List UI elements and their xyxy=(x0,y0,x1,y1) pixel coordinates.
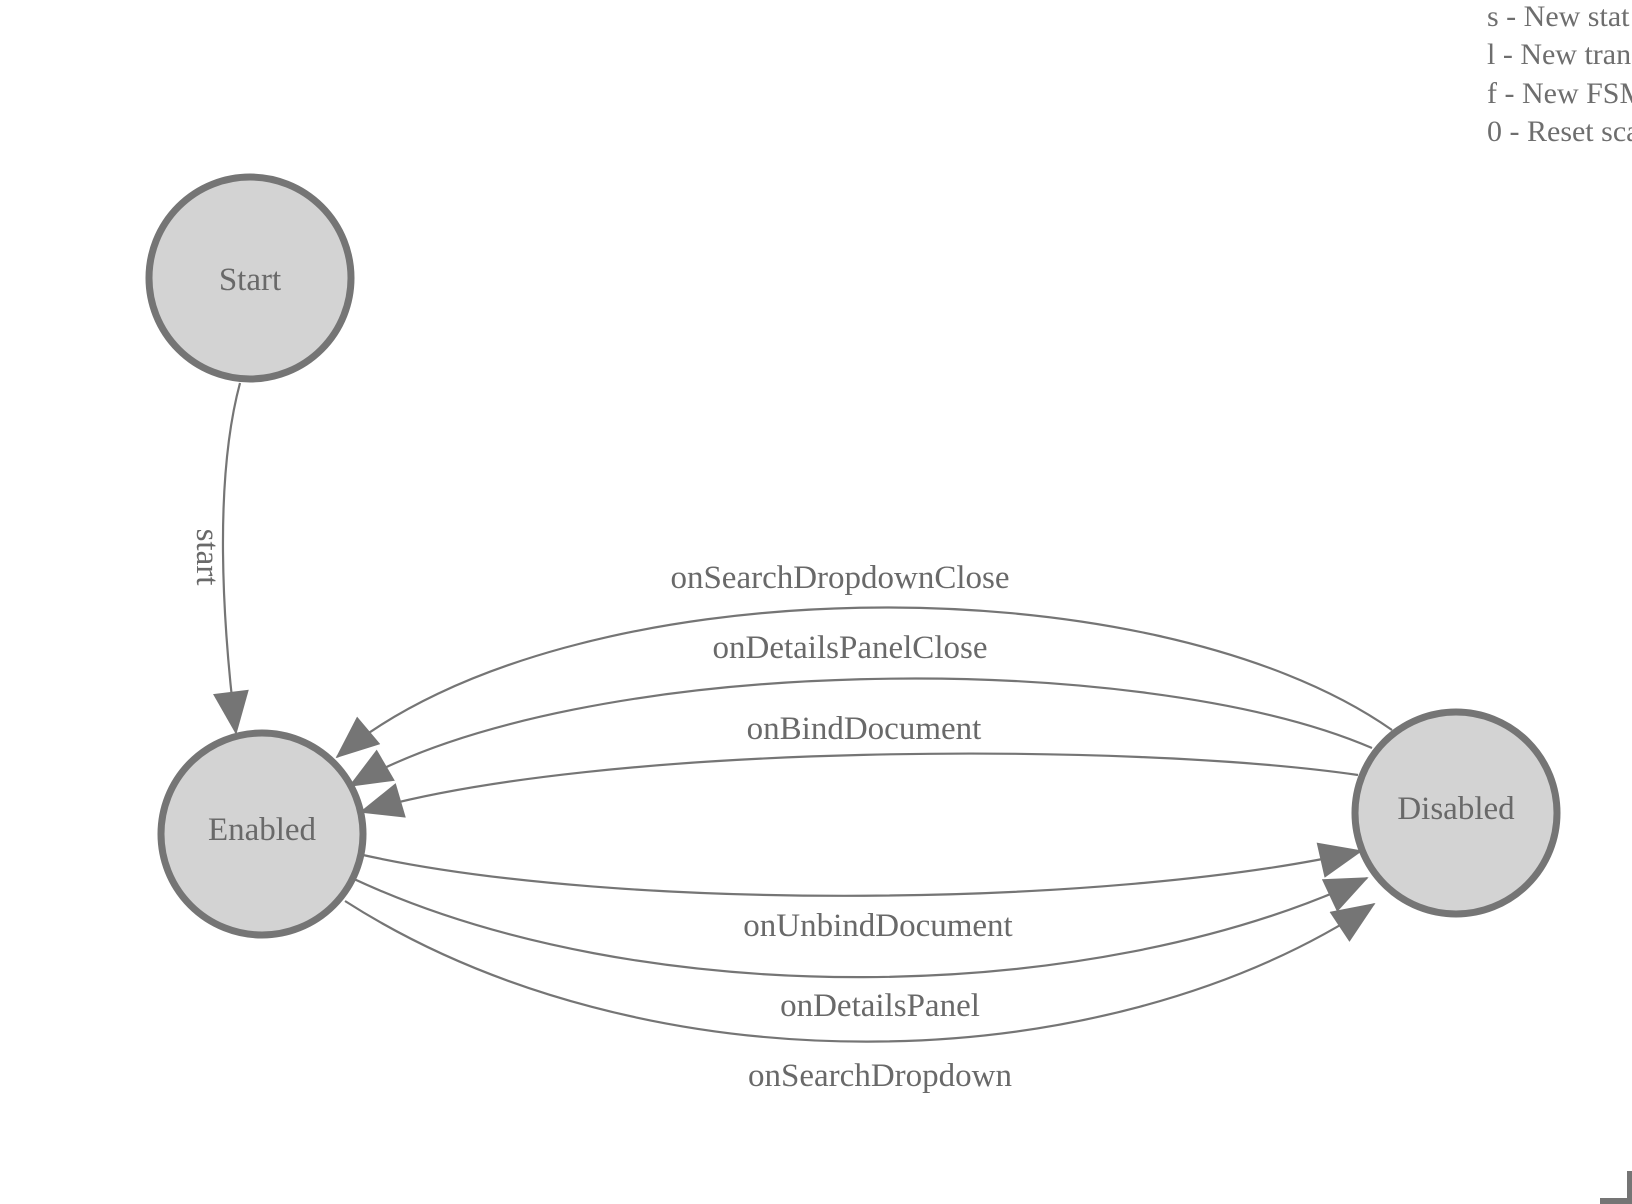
transition-path[interactable] xyxy=(353,877,1369,979)
transition-onSearchDropdown[interactable]: onSearchDropdown xyxy=(344,900,1376,1094)
legend: s - New stat l - New tran f - New FSM 0 … xyxy=(1487,0,1632,148)
transition-label: onUnbindDocument xyxy=(743,908,1012,944)
transition-label: onDetailsPanel xyxy=(780,988,980,1024)
transition-path[interactable] xyxy=(344,900,1376,1043)
state-circle[interactable] xyxy=(145,173,355,383)
transition-start[interactable]: start xyxy=(189,382,249,735)
state-circle[interactable] xyxy=(157,729,367,939)
legend-item: f - New FSM xyxy=(1487,77,1632,110)
legend-item: l - New tran xyxy=(1487,38,1631,71)
state-label: Enabled xyxy=(208,812,317,848)
transition-label: onSearchDropdownClose xyxy=(670,560,1009,596)
transition-label: start xyxy=(189,529,225,586)
state-label: Disabled xyxy=(1397,791,1515,827)
corner-horizontal-bar xyxy=(1600,1198,1632,1204)
transition-onDetailsPanel[interactable]: onDetailsPanel xyxy=(353,877,1369,1024)
transition-path[interactable] xyxy=(348,677,1373,787)
transition-path[interactable] xyxy=(213,382,249,735)
state-start[interactable]: Start xyxy=(145,173,355,383)
transition-label: onSearchDropdown xyxy=(748,1058,1012,1094)
transition-onUnbindDocument[interactable]: onUnbindDocument xyxy=(362,842,1363,944)
legend-item: s - New stat xyxy=(1487,0,1630,33)
transition-onBindDocument[interactable]: onBindDocument xyxy=(359,711,1359,818)
transition-label: onDetailsPanelClose xyxy=(713,630,988,666)
transition-path[interactable] xyxy=(359,752,1359,818)
state-label: Start xyxy=(219,262,281,298)
state-disabled[interactable]: Disabled xyxy=(1351,708,1561,918)
transition-label: onBindDocument xyxy=(747,711,982,747)
transition-path[interactable] xyxy=(362,842,1363,897)
transition-onSearchDropdownClose[interactable]: onSearchDropdownClose xyxy=(335,560,1393,759)
transition-path[interactable] xyxy=(335,606,1393,759)
state-circle[interactable] xyxy=(1351,708,1561,918)
transition-onDetailsPanelClose[interactable]: onDetailsPanelClose xyxy=(348,630,1373,787)
legend-item: 0 - Reset sca xyxy=(1487,115,1632,148)
state-enabled[interactable]: Enabled xyxy=(157,729,367,939)
canvas-corner-border xyxy=(1600,1171,1632,1204)
corner-vertical-bar xyxy=(1627,1171,1632,1204)
